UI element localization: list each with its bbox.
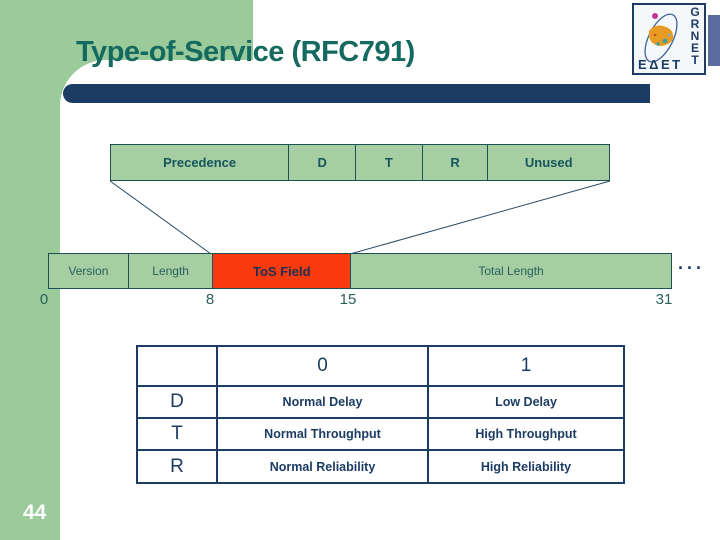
bit-label-8: 8 [205, 291, 215, 308]
row-label-t: T [138, 417, 216, 449]
table-row-t: T Normal Throughput High Throughput [138, 417, 623, 449]
table-header-row: 0 1 [138, 347, 623, 385]
column-header-0: 0 [216, 347, 427, 385]
tos-cell-label: Precedence [163, 155, 237, 170]
bit-label-31: 31 [655, 291, 673, 308]
bit-label-15: 15 [339, 291, 357, 308]
ip-header-fields-box: Version Length ToS Field Total Length [48, 253, 672, 289]
page-number: 44 [23, 501, 47, 524]
header-cell-version: Version [49, 254, 128, 288]
continuation-ellipsis: ... [678, 253, 706, 273]
title-underline-bar [63, 84, 650, 103]
row-label-d: D [138, 385, 216, 417]
logo-letter: R [690, 17, 700, 31]
tos-cell-precedence: Precedence [111, 145, 288, 180]
table-row-d: D Normal Delay Low Delay [138, 385, 623, 417]
table-cell: Normal Reliability [216, 449, 427, 482]
tos-cell-label: D [317, 155, 327, 170]
grnet-logo: G R N E T ΕΔΕΤ [632, 3, 706, 75]
table-corner-cell [138, 347, 216, 385]
globe-orbit-icon [644, 13, 678, 63]
green-top-block [0, 0, 253, 60]
table-row-r: R Normal Reliability High Reliability [138, 449, 623, 482]
header-cell-label: Length [152, 264, 189, 278]
header-cell-label: Total Length [478, 264, 544, 278]
logo-letters: G R N E T [688, 5, 702, 66]
row-label-r: R [138, 449, 216, 482]
column-header-1: 1 [427, 347, 623, 385]
tos-cell-label: T [384, 155, 393, 170]
table-cell: High Reliability [427, 449, 623, 482]
tos-cell-unused: Unused [487, 145, 609, 180]
header-cell-label: ToS Field [252, 263, 311, 279]
tos-cell-t: T [355, 145, 422, 180]
header-cell-total-length: Total Length [350, 254, 671, 288]
tos-cell-r: R [421, 145, 488, 180]
table-cell: Normal Throughput [216, 417, 427, 449]
table-cell: Low Delay [427, 385, 623, 417]
table-cell: Normal Delay [216, 385, 427, 417]
page-title: Type-of-Service (RFC791) [76, 36, 415, 68]
right-edge-strip [708, 15, 720, 66]
bit-values-table: 0 1 D Normal Delay Low Delay T Normal Th… [136, 345, 625, 484]
header-cell-tos-field: ToS Field [212, 254, 351, 288]
logo-greek-text: ΕΔΕΤ [638, 57, 683, 72]
table-cell: High Throughput [427, 417, 623, 449]
logo-letter: G [690, 5, 700, 19]
bit-label-0: 0 [39, 291, 49, 308]
header-cell-label: Version [68, 264, 109, 278]
tos-cell-label: Unused [524, 155, 573, 170]
header-cell-length: Length [127, 254, 213, 288]
logo-letter: T [691, 53, 699, 67]
tos-bits-box: Precedence D T R Unused [110, 144, 610, 181]
tos-cell-d: D [288, 145, 355, 180]
logo-letter: E [690, 41, 699, 55]
tos-cell-label: R [450, 155, 460, 170]
logo-letter: N [690, 29, 700, 43]
